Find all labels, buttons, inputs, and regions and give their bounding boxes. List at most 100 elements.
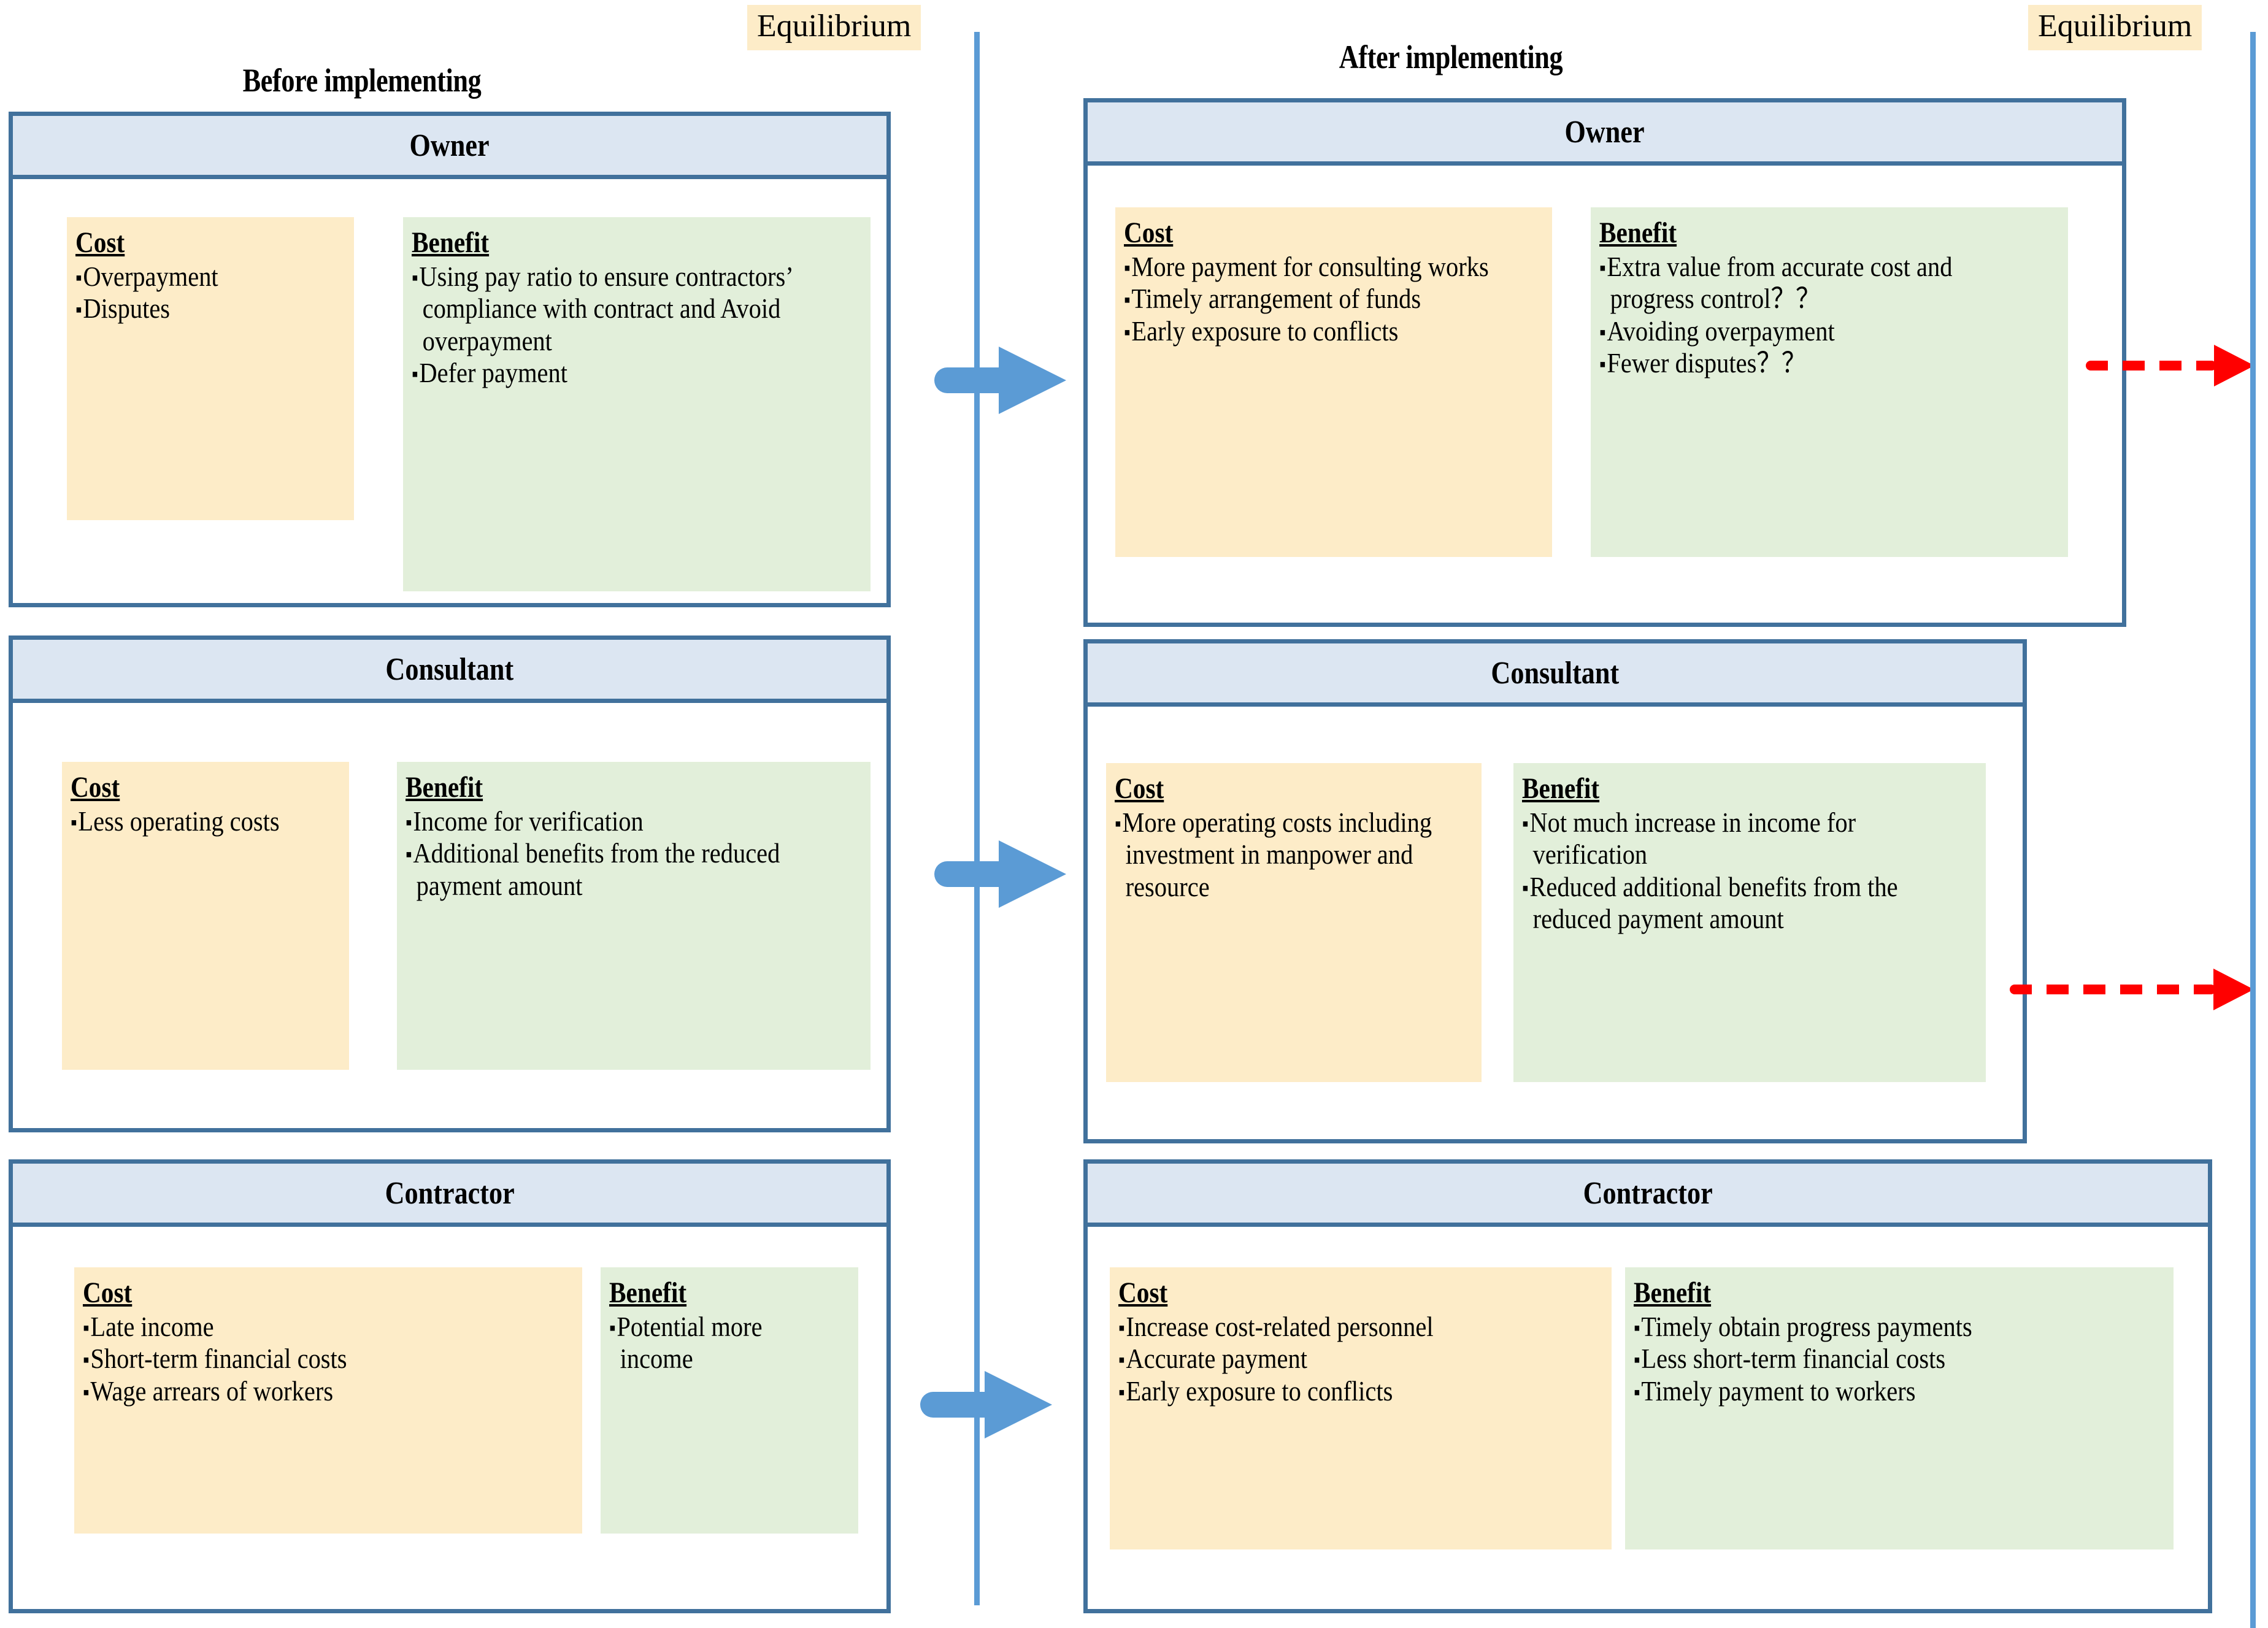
arrow-head bbox=[985, 1371, 1052, 1438]
cost-heading: Cost bbox=[83, 1277, 133, 1309]
arrow-shaft bbox=[934, 367, 1008, 393]
cost-block: Cost Overpayment Disputes bbox=[67, 217, 354, 520]
cost-block: Cost More operating costs including inve… bbox=[1106, 763, 1482, 1082]
arrow-shaft bbox=[934, 861, 1008, 887]
list-item: Timely payment to workers bbox=[1634, 1375, 2104, 1407]
panel-body-after-consultant: Cost More operating costs including inve… bbox=[1088, 707, 2023, 1139]
panel-title-label: Consultant bbox=[385, 651, 514, 687]
panel-title-label: Owner bbox=[409, 128, 490, 163]
arrow-shaft bbox=[920, 1392, 994, 1418]
panel-title-label: Contractor bbox=[1583, 1175, 1713, 1211]
panel-header-before-contractor: Contractor bbox=[13, 1164, 886, 1227]
transition-arrow-consultant bbox=[934, 840, 1075, 908]
panel-before-contractor: Contractor Cost Late income Short-term f… bbox=[9, 1159, 891, 1613]
panel-body-before-contractor: Cost Late income Short-term financial co… bbox=[13, 1227, 886, 1609]
benefit-heading: Benefit bbox=[1599, 217, 1677, 249]
list-item: Avoiding overpayment bbox=[1599, 315, 2007, 347]
cost-heading: Cost bbox=[1118, 1277, 1168, 1309]
arrow-head bbox=[999, 840, 1066, 908]
cost-list: Late income Short-term financial costs W… bbox=[83, 1311, 576, 1407]
list-item: More payment for consulting works bbox=[1124, 251, 1495, 283]
list-item: Late income bbox=[83, 1311, 517, 1343]
benefit-list: Not much increase in income for verifica… bbox=[1522, 807, 1980, 935]
arrow-head bbox=[2213, 969, 2254, 1010]
transition-arrow-contractor bbox=[920, 1371, 1061, 1438]
panel-after-contractor: Contractor Cost Increase cost-related pe… bbox=[1083, 1159, 2212, 1613]
list-item: Less operating costs bbox=[71, 805, 310, 837]
panel-header-after-owner: Owner bbox=[1088, 102, 2122, 166]
cost-block: Cost Late income Short-term financial co… bbox=[74, 1267, 582, 1534]
cost-heading: Cost bbox=[1115, 772, 1164, 805]
benefit-block: Benefit Income for verification Addition… bbox=[397, 762, 871, 1070]
arrow-head bbox=[999, 347, 1066, 414]
benefit-heading: Benefit bbox=[406, 771, 483, 804]
cost-list: More operating costs including investmen… bbox=[1115, 807, 1475, 903]
equilibrium-tag-left: Equilibrium bbox=[747, 5, 921, 51]
panel-before-consultant: Consultant Cost Less operating costs Ben… bbox=[9, 635, 891, 1132]
benefit-list: Potential more income bbox=[609, 1311, 852, 1375]
list-item: Short-term financial costs bbox=[83, 1343, 517, 1375]
cost-block: Cost Increase cost-related personnel Acc… bbox=[1110, 1267, 1612, 1549]
benefit-block: Benefit Extra value from accurate cost a… bbox=[1591, 207, 2068, 557]
cost-heading: Cost bbox=[71, 771, 120, 804]
cost-heading: Cost bbox=[75, 226, 125, 259]
equilibrium-arrow-owner bbox=[2086, 345, 2255, 386]
benefit-heading: Benefit bbox=[609, 1277, 687, 1309]
list-item: Extra value from accurate cost and progr… bbox=[1599, 251, 2007, 315]
arrow-dashes bbox=[2086, 361, 2216, 371]
cost-block: Cost More payment for consulting works T… bbox=[1115, 207, 1552, 557]
benefit-list: Using pay ratio to ensure contractors’ c… bbox=[412, 261, 864, 390]
list-item: Disputes bbox=[75, 293, 315, 324]
list-item: Early exposure to conflicts bbox=[1118, 1375, 1547, 1407]
list-item: Wage arrears of workers bbox=[83, 1375, 517, 1407]
list-item: Timely arrangement of funds bbox=[1124, 283, 1495, 315]
arrow-dashes bbox=[2010, 985, 2216, 994]
list-item: Using pay ratio to ensure contractors’ c… bbox=[412, 261, 810, 357]
transition-arrow-owner bbox=[934, 347, 1075, 414]
panel-header-after-consultant: Consultant bbox=[1088, 643, 2023, 707]
panel-body-before-owner: Cost Overpayment Disputes Benefit Using … bbox=[13, 179, 886, 603]
section-title-before: Before implementing bbox=[242, 62, 482, 99]
benefit-block: Benefit Potential more income bbox=[601, 1267, 858, 1534]
benefit-list: Extra value from accurate cost and progr… bbox=[1599, 251, 2062, 380]
panel-title-label: Contractor bbox=[385, 1175, 515, 1211]
benefit-heading: Benefit bbox=[412, 226, 490, 259]
list-item: Accurate payment bbox=[1118, 1343, 1547, 1375]
panel-before-owner: Owner Cost Overpayment Disputes Benefit … bbox=[9, 112, 891, 607]
panel-after-owner: Owner Cost More payment for consulting w… bbox=[1083, 98, 2126, 627]
section-title-after: After implementing bbox=[1339, 39, 1563, 75]
list-item: Not much increase in income for verifica… bbox=[1522, 807, 1924, 871]
panel-body-before-consultant: Cost Less operating costs Benefit Income… bbox=[13, 703, 886, 1128]
list-item: Reduced additional benefits from the red… bbox=[1522, 871, 1924, 935]
panel-body-after-owner: Cost More payment for consulting works T… bbox=[1088, 166, 2122, 623]
list-item: Early exposure to conflicts bbox=[1124, 315, 1495, 347]
panel-title-label: Consultant bbox=[1491, 655, 1620, 691]
benefit-list: Income for verification Additional benef… bbox=[406, 805, 864, 902]
panel-header-before-consultant: Consultant bbox=[13, 640, 886, 703]
cost-list: Increase cost-related personnel Accurate… bbox=[1118, 1311, 1605, 1407]
cost-list: More payment for consulting works Timely… bbox=[1124, 251, 1546, 347]
benefit-list: Timely obtain progress payments Less sho… bbox=[1634, 1311, 2167, 1407]
list-item: Overpayment bbox=[75, 261, 315, 293]
cost-heading: Cost bbox=[1124, 217, 1174, 249]
benefit-block: Benefit Timely obtain progress payments … bbox=[1625, 1267, 2174, 1549]
equilibrium-tag-right: Equilibrium bbox=[2028, 5, 2202, 51]
cost-block: Cost Less operating costs bbox=[62, 762, 349, 1070]
arrow-head bbox=[2214, 345, 2255, 386]
panel-body-after-contractor: Cost Increase cost-related personnel Acc… bbox=[1088, 1227, 2208, 1609]
benefit-heading: Benefit bbox=[1634, 1277, 1712, 1309]
cost-list: Less operating costs bbox=[71, 805, 343, 837]
panel-header-before-owner: Owner bbox=[13, 116, 886, 179]
equilibrium-arrow-consultant bbox=[2010, 969, 2254, 1010]
benefit-heading: Benefit bbox=[1522, 772, 1600, 805]
panel-header-after-contractor: Contractor bbox=[1088, 1164, 2208, 1227]
benefit-block: Benefit Not much increase in income for … bbox=[1513, 763, 1986, 1082]
panel-after-consultant: Consultant Cost More operating costs inc… bbox=[1083, 639, 2027, 1143]
list-item: Defer payment bbox=[412, 357, 810, 389]
list-item: Additional benefits from the reduced pay… bbox=[406, 837, 809, 902]
equilibrium-line-right bbox=[2250, 32, 2256, 1628]
benefit-block: Benefit Using pay ratio to ensure contra… bbox=[403, 217, 871, 591]
cost-list: Overpayment Disputes bbox=[75, 261, 348, 325]
list-item: More operating costs including investmen… bbox=[1115, 807, 1432, 903]
